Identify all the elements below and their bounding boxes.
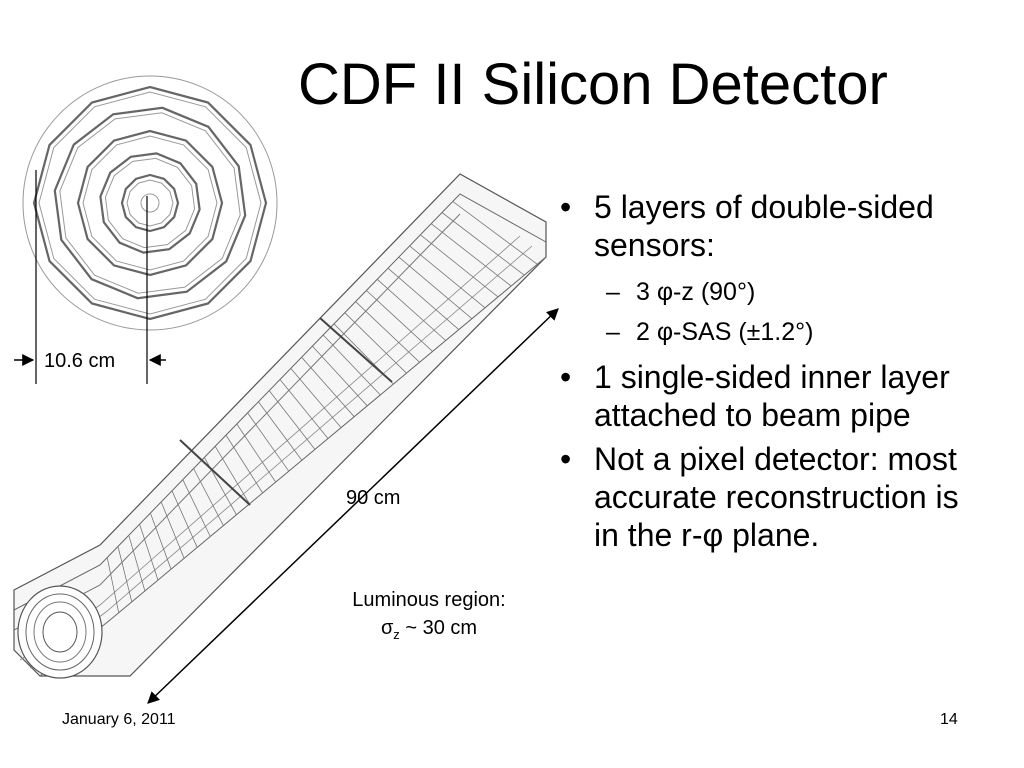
sensor-ring: [120, 173, 180, 233]
bullet-list: • 5 layers of double-sided sensors: – 3 …: [560, 188, 980, 560]
length-arrow: [147, 308, 559, 704]
sub-bullet-item: – 2 φ-SAS (±1.2°): [594, 312, 980, 352]
sub-bullet-item: – 3 φ-z (90°): [594, 272, 980, 312]
sub-bullet-text: 3 φ-z (90°): [636, 278, 756, 306]
sensor-ring: [99, 152, 201, 254]
barrel-ladder-line: [452, 201, 538, 265]
bullet-text: 5 layers of double-sided sensors:: [594, 189, 934, 263]
barrel-ladder-line: [106, 557, 120, 613]
length-label: 90 cm: [346, 487, 401, 509]
bullet-item: • 5 layers of double-sided sensors: – 3 …: [560, 188, 980, 352]
barrel-ladder-line: [430, 223, 512, 287]
barrel-ladder-line: [409, 245, 486, 309]
slide-title: CDF II Silicon Detector: [298, 52, 888, 117]
luminous-region-label: Luminous region: σz ~ 30 cm: [322, 586, 536, 649]
sensor-ring: [59, 112, 241, 294]
sub-bullet-marker: –: [606, 318, 620, 346]
bullet-marker: •: [560, 441, 572, 477]
sigma-subscript: z: [393, 627, 400, 642]
sigma-symbol: σ: [380, 617, 394, 639]
sensor-ring: [32, 85, 268, 321]
sensor-ring: [82, 135, 218, 271]
sigma-line: σz ~ 30 cm: [322, 614, 536, 649]
barrel-ladder-line: [441, 212, 525, 276]
bullet-marker: •: [560, 359, 572, 395]
bullet-item: • 1 single-sided inner layer attached to…: [560, 358, 980, 434]
sensor-ring: [76, 129, 224, 277]
sensor-ring: [38, 91, 262, 315]
barrel-ladder-line: [420, 234, 499, 298]
bullet-text: Not a pixel detector: most accurate reco…: [594, 441, 959, 553]
sensor-ring: [126, 179, 174, 227]
sigma-value: ~ 30 cm: [399, 617, 478, 639]
sub-bullet-text: 2 φ-SAS (±1.2°): [636, 318, 814, 346]
sub-bullet-list: – 3 φ-z (90°) – 2 φ-SAS (±1.2°): [594, 272, 980, 352]
barrel-ladder-line: [128, 535, 146, 592]
luminous-region-title: Luminous region:: [352, 589, 506, 611]
radius-label: 10.6 cm: [44, 350, 116, 372]
sub-bullet-marker: –: [606, 278, 620, 306]
barrel-ladder-line: [117, 546, 133, 602]
page-number: 14: [940, 711, 958, 728]
bullet-marker: •: [560, 189, 572, 225]
cross-section-view: [14, 75, 278, 384]
bullet-item: • Not a pixel detector: most accurate re…: [560, 440, 980, 554]
bullet-text: 1 single-sided inner layer attached to b…: [594, 359, 950, 433]
barrel-end-face: [17, 585, 103, 679]
sensor-ring: [104, 157, 196, 249]
sensor-ring: [53, 106, 247, 300]
footer-date: January 6, 2011: [62, 711, 176, 728]
